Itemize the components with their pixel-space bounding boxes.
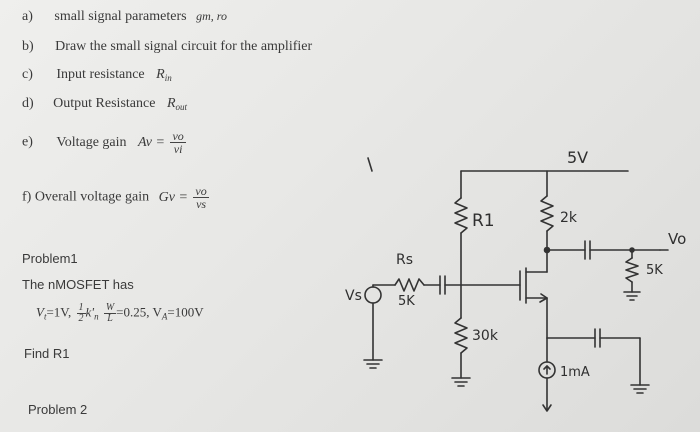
item-b: b) Draw the small signal circuit for the…: [22, 39, 312, 55]
item-a-text: small signal parameters: [54, 9, 187, 24]
stray-slash-mark: [367, 157, 373, 172]
r-drain-resistor: [540, 195, 554, 232]
item-a-marker: a): [22, 9, 33, 24]
rs-resistor: [394, 278, 425, 292]
item-d-math: Rout: [166, 96, 188, 112]
problem2-title: Problem 2: [28, 402, 88, 417]
rs-value: 5K: [398, 294, 415, 309]
vs-source: [364, 286, 382, 304]
vs-label: Vs: [345, 288, 362, 304]
item-d-text: Output Resistance: [53, 96, 156, 111]
item-c: c) Input resistance Rin: [22, 67, 172, 86]
r1-resistor: [454, 197, 468, 234]
r-bottom-label: 30k: [472, 328, 499, 344]
current-label: 1mA: [560, 365, 590, 380]
problem1-title: Problem1: [22, 251, 78, 266]
vo-label: Vo: [668, 230, 686, 248]
item-b-marker: b): [22, 39, 34, 54]
item-a-math: gm, ro: [196, 9, 227, 23]
problem1-line1: The nMOSFET has: [22, 277, 134, 292]
load-label: 5K: [646, 263, 663, 278]
rs-label: Rs: [396, 252, 413, 268]
r-bottom-resistor: [454, 317, 468, 354]
item-c-text: Input resistance: [56, 67, 145, 82]
item-d: d) Output Resistance Rout: [22, 96, 187, 115]
r-drain-label: 2k: [560, 210, 578, 226]
item-e-marker: e): [22, 134, 33, 150]
item-e-text: Voltage gain: [56, 134, 127, 150]
load-resistor: [625, 257, 639, 283]
item-d-marker: d): [22, 96, 34, 111]
current-source-arrow: [542, 404, 552, 412]
mosfet-arrow: [539, 293, 548, 303]
problem1-find: Find R1: [24, 346, 70, 361]
item-c-math: Rin: [156, 67, 172, 83]
item-c-marker: c): [22, 67, 33, 82]
item-a: a) small signal parameters gm, ro: [22, 8, 227, 25]
supply-label: 5V: [567, 148, 588, 167]
item-b-text: Draw the small signal circuit for the am…: [55, 39, 313, 54]
item-f-text: f) Overall voltage gain: [22, 189, 150, 205]
r1-label: R1: [472, 211, 495, 231]
item-e-lhs: Av =: [138, 134, 165, 150]
item-f-lhs: Gv =: [158, 189, 188, 205]
